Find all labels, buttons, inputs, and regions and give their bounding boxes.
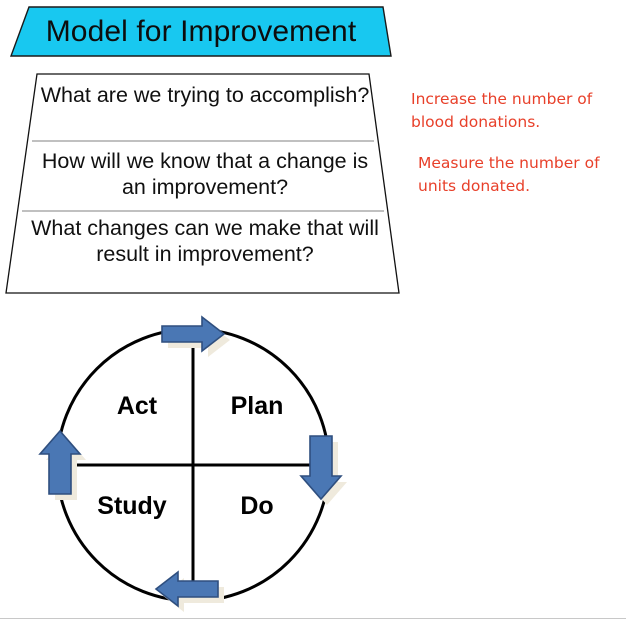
cycle-label-study: Study [97, 492, 167, 520]
cycle-arrow-left-up-icon [38, 429, 86, 500]
cycle-arrow-bottom-left-icon [154, 570, 224, 612]
cycle-label-plan: Plan [230, 392, 284, 420]
note-aim-text: Increase the number of blood donations. [411, 90, 593, 131]
pdsa-cycle-diagram: Act Plan Study Do [22, 310, 352, 618]
title-banner-shape [10, 6, 392, 57]
cycle-label-act: Act [116, 392, 158, 420]
cycle-arrow-top-right-icon [161, 315, 230, 357]
model-question-aim: What are we trying to accomplish? [40, 83, 370, 107]
model-questions-trapezoid: What are we trying to accomplish? How wi… [0, 72, 410, 298]
trapezoid-shape [5, 73, 400, 294]
model-question-measure: How will we know that a change is an imp… [41, 149, 369, 199]
page-title: Model for Improvement [45, 14, 357, 48]
cycle-arrow-right-down-icon [299, 435, 347, 505]
cycle-label-do: Do [240, 492, 274, 520]
note-measure-text: Measure the number of units donated. [418, 154, 600, 195]
model-question-change: What changes can we make that will resul… [31, 216, 379, 266]
pdsa-cycle-shape [38, 315, 347, 612]
slide-title-banner: Model for Improvement [10, 6, 392, 57]
